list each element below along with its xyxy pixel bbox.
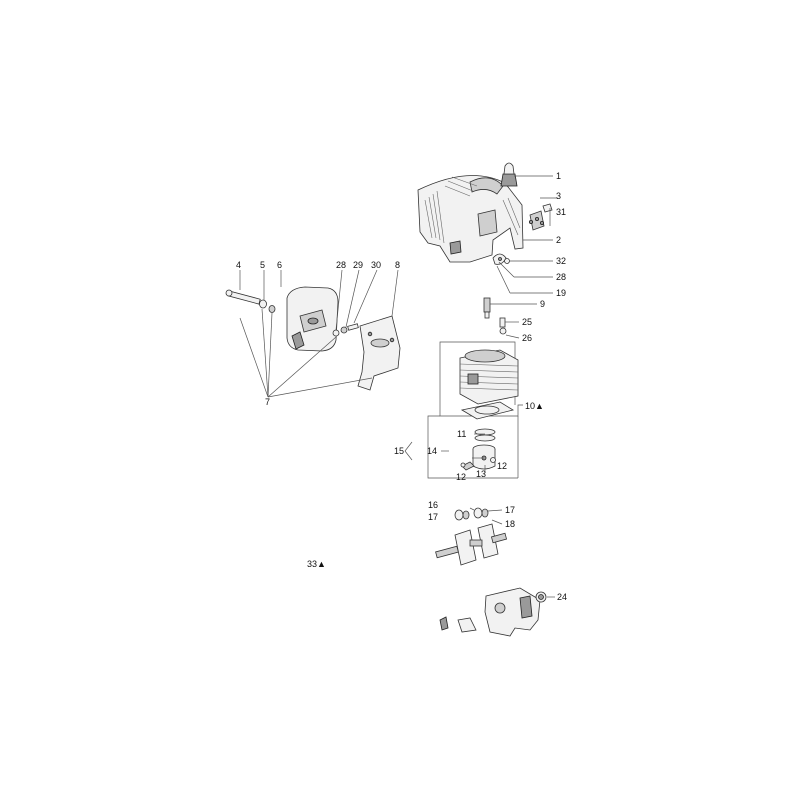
callout-26: 26 bbox=[522, 333, 532, 343]
engine-cover-part bbox=[417, 175, 524, 263]
callout-32: 32 bbox=[556, 256, 566, 266]
callout-1: 1 bbox=[556, 171, 561, 181]
callout-11: 11 bbox=[457, 429, 466, 439]
callout-18: 18 bbox=[505, 519, 515, 529]
callout-12-right: 12 bbox=[497, 461, 507, 471]
callout-6: 6 bbox=[277, 260, 282, 270]
piston-rings-part bbox=[474, 428, 496, 442]
piston-pin-part bbox=[461, 461, 475, 471]
crankcase-part bbox=[439, 587, 547, 637]
callout-24: 24 bbox=[557, 592, 567, 602]
callout-12-left: 12 bbox=[456, 472, 466, 482]
callout-3: 3 bbox=[556, 191, 561, 201]
muffler-bolt-part bbox=[225, 289, 261, 305]
callout-13: 13 bbox=[476, 469, 486, 479]
callout-14: 14 bbox=[427, 446, 437, 456]
spark-plug-part bbox=[483, 297, 491, 319]
cover-knob-part bbox=[500, 162, 518, 187]
callout-28-lower: 28 bbox=[336, 260, 346, 270]
callout-28-upper: 28 bbox=[556, 272, 566, 282]
callout-17-left: 17 bbox=[428, 512, 438, 522]
callout-4: 4 bbox=[236, 260, 241, 270]
callout-labels: 1 3 31 2 32 28 19 9 25 26 10▲ 11 14 15 1… bbox=[236, 171, 567, 602]
piston-clip-part bbox=[460, 457, 496, 468]
callout-15: 15 bbox=[394, 446, 404, 456]
muffler-part bbox=[286, 286, 339, 352]
decompression-screw-part bbox=[499, 317, 507, 335]
cylinder-part bbox=[459, 349, 519, 405]
callout-29: 29 bbox=[353, 260, 363, 270]
callout-5: 5 bbox=[260, 260, 265, 270]
callout-9: 9 bbox=[540, 299, 545, 309]
callout-17-right: 17 bbox=[505, 505, 515, 515]
piston-part bbox=[472, 444, 496, 470]
cylinder-gasket-part bbox=[460, 401, 515, 420]
callout-30: 30 bbox=[371, 260, 381, 270]
muffler-screws-part bbox=[332, 323, 359, 337]
callout-16: 16 bbox=[428, 500, 438, 510]
muffler-washers-part bbox=[259, 299, 276, 313]
leader-lines bbox=[239, 175, 557, 598]
callout-8: 8 bbox=[395, 260, 400, 270]
crankshaft-bearings-part bbox=[454, 507, 489, 521]
callout-19: 19 bbox=[556, 288, 566, 298]
callout-31: 31 bbox=[556, 207, 566, 217]
callout-25: 25 bbox=[522, 317, 532, 327]
cover-fasteners-part bbox=[492, 253, 510, 265]
cover-bracket-part bbox=[529, 203, 553, 231]
callout-7: 7 bbox=[265, 397, 270, 407]
callout-2: 2 bbox=[556, 235, 561, 245]
callout-33: 33▲ bbox=[307, 559, 326, 569]
muffler-gasket-part bbox=[357, 315, 401, 391]
callout-10: 10▲ bbox=[525, 401, 544, 411]
crankshaft-part bbox=[435, 523, 508, 566]
